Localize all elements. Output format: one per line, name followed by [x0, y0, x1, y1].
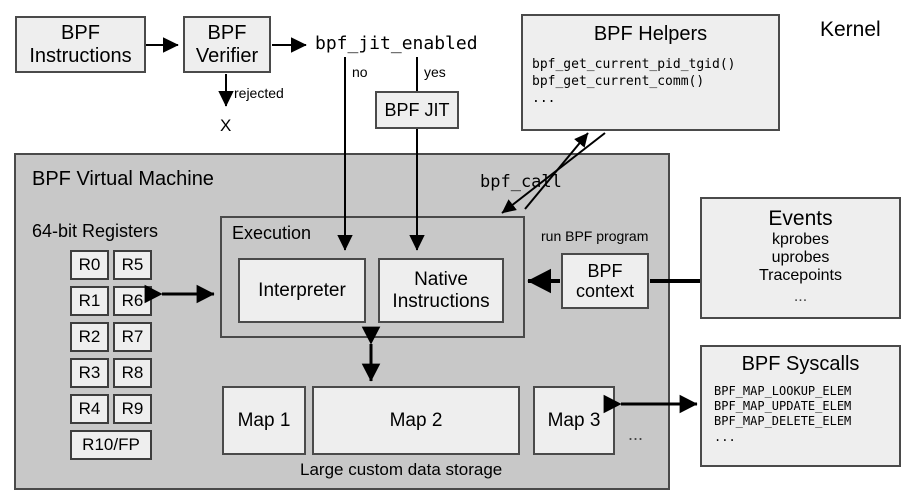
- events-line-2: uprobes: [771, 249, 830, 266]
- maps-ellipsis: ...: [628, 424, 644, 444]
- register-r9: R9: [113, 394, 152, 424]
- storage-caption: Large custom data storage: [300, 460, 503, 479]
- bpf-verifier-box: BPF Verifier: [183, 16, 271, 73]
- register-label: R1: [78, 291, 101, 310]
- register-r1: R1: [70, 286, 109, 316]
- bpf-jit-box: BPF JIT: [375, 91, 459, 129]
- register-r5: R5: [113, 250, 152, 280]
- branch-no-label: no: [352, 64, 368, 80]
- register-label: R5: [121, 255, 144, 274]
- events-line-1: kprobes: [772, 231, 829, 248]
- bpf-call-label: bpf_call: [480, 172, 562, 192]
- bpf-syscalls-line-3: BPF_MAP_DELETE_ELEM: [714, 414, 852, 428]
- bpf-syscalls-line-4: ...: [714, 430, 736, 444]
- bpf-syscalls-box: BPF Syscalls BPF_MAP_LOOKUP_ELEM BPF_MAP…: [700, 345, 901, 467]
- map-label: Map 2: [389, 409, 443, 431]
- map-1-box: Map 1: [222, 386, 306, 455]
- bpf-context-box: BPF context: [561, 253, 649, 309]
- register-label: R3: [78, 363, 101, 382]
- registers-label: 64-bit Registers: [32, 221, 159, 241]
- bpf-jit-enabled-label: bpf_jit_enabled: [315, 33, 478, 54]
- bpf-syscalls-line-1: BPF_MAP_LOOKUP_ELEM: [714, 384, 852, 398]
- bpf-verifier-label: BPF Verifier: [195, 22, 259, 67]
- vm-title: BPF Virtual Machine: [32, 168, 214, 190]
- run-bpf-program-label: run BPF program: [541, 228, 649, 244]
- register-label: R8: [121, 363, 144, 382]
- map-2-box: Map 2: [312, 386, 520, 455]
- register-r3: R3: [70, 358, 109, 388]
- register-label: R10/FP: [82, 435, 140, 454]
- native-instructions-label: Native Instructions: [392, 269, 490, 312]
- kernel-label: Kernel: [820, 18, 881, 41]
- register-r7: R7: [113, 322, 152, 352]
- register-r8: R8: [113, 358, 152, 388]
- bpf-helpers-title: BPF Helpers: [593, 23, 708, 45]
- bpf-helpers-line-3: ...: [532, 91, 556, 106]
- bpf-context-label: BPF context: [575, 260, 635, 301]
- branch-yes-label: yes: [424, 64, 446, 80]
- events-title: Events: [768, 207, 833, 230]
- bpf-jit-label: BPF JIT: [384, 99, 450, 120]
- bpf-helpers-box: BPF Helpers bpf_get_current_pid_tgid() b…: [521, 14, 780, 131]
- bpf-instructions-label: BPF Instructions: [29, 22, 132, 67]
- bpf-helpers-line-2: bpf_get_current_comm(): [532, 74, 705, 89]
- register-r0: R0: [70, 250, 109, 280]
- register-r2: R2: [70, 322, 109, 352]
- bpf-helpers-line-1: bpf_get_current_pid_tgid(): [532, 57, 736, 72]
- register-label: R0: [78, 255, 101, 274]
- rejected-label: rejected: [234, 85, 284, 101]
- register-label: R2: [78, 327, 101, 346]
- register-label: R9: [121, 399, 144, 418]
- bpf-syscalls-line-2: BPF_MAP_UPDATE_ELEM: [714, 399, 852, 413]
- register-r10-fp: R10/FP: [70, 430, 152, 460]
- map-3-box: Map 3: [533, 386, 615, 455]
- register-r4: R4: [70, 394, 109, 424]
- register-label: R6: [121, 291, 144, 310]
- interpreter-box: Interpreter: [238, 258, 366, 323]
- bpf-syscalls-title: BPF Syscalls: [741, 353, 860, 375]
- events-line-3: Tracepoints: [759, 267, 842, 284]
- events-box: Events kprobes uprobes Tracepoints ...: [700, 197, 901, 319]
- bpf-instructions-box: BPF Instructions: [15, 16, 146, 73]
- native-instructions-box: Native Instructions: [378, 258, 504, 323]
- register-r6: R6: [113, 286, 152, 316]
- map-label: Map 1: [237, 409, 291, 431]
- register-label: R7: [121, 327, 144, 346]
- execution-label: Execution: [232, 223, 312, 243]
- interpreter-label: Interpreter: [258, 279, 346, 301]
- rejected-x-mark: X: [220, 116, 232, 135]
- events-line-4: ...: [793, 288, 808, 305]
- map-label: Map 3: [547, 409, 601, 431]
- register-label: R4: [78, 399, 101, 418]
